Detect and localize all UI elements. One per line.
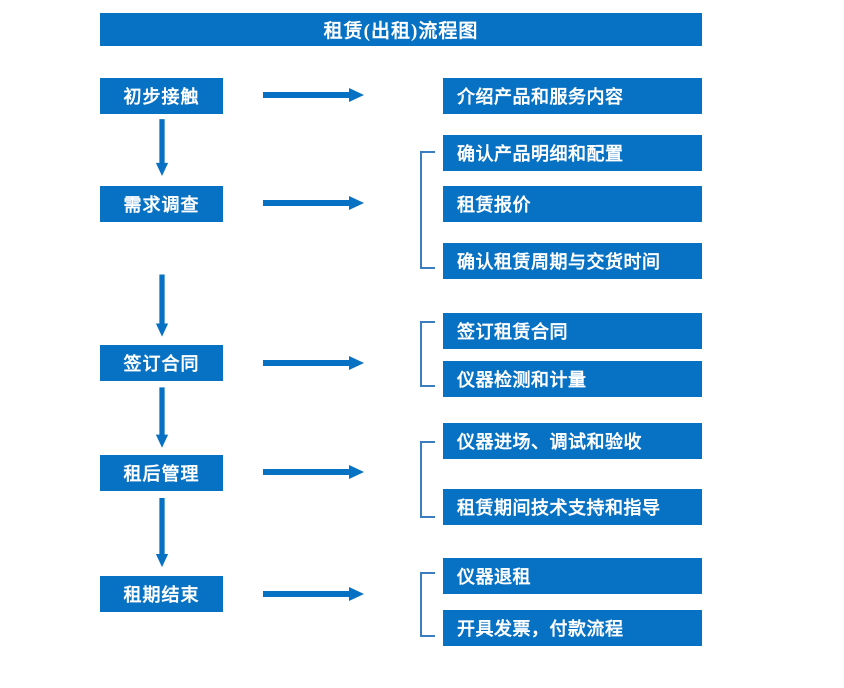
right-arrow-icon <box>263 196 364 210</box>
stage-box-initial-contact[interactable]: 初步接触 <box>100 78 223 114</box>
detail-label: 开具发票，付款流程 <box>457 619 624 639</box>
stage-label: 签订合同 <box>123 354 200 374</box>
detail-box[interactable]: 仪器检测和计量 <box>443 361 702 397</box>
detail-box[interactable]: 租赁期间技术支持和指导 <box>443 489 702 525</box>
detail-box[interactable]: 签订租赁合同 <box>443 313 702 349</box>
detail-label: 确认产品明细和配置 <box>457 144 624 164</box>
detail-label: 介绍产品和服务内容 <box>457 87 624 107</box>
stage-label: 租期结束 <box>123 585 200 605</box>
detail-box[interactable]: 开具发票，付款流程 <box>443 610 702 646</box>
down-arrow-icon <box>155 387 169 448</box>
detail-label: 租赁报价 <box>457 195 531 215</box>
right-arrow-icon <box>263 356 364 370</box>
stage-box-demand-survey[interactable]: 需求调查 <box>100 186 223 222</box>
stage-label: 需求调查 <box>123 195 200 215</box>
page-title: 租赁(出租)流程图 <box>100 13 702 46</box>
group-bracket-icon <box>420 151 435 269</box>
detail-box[interactable]: 仪器退租 <box>443 558 702 594</box>
down-arrow-icon <box>155 498 169 568</box>
detail-box[interactable]: 确认租赁周期与交货时间 <box>443 243 702 279</box>
detail-label: 仪器检测和计量 <box>457 370 587 390</box>
stage-box-post-rental-management[interactable]: 租后管理 <box>100 455 223 491</box>
right-arrow-icon <box>263 465 364 479</box>
group-bracket-icon <box>420 441 435 518</box>
detail-label: 租赁期间技术支持和指导 <box>457 498 661 518</box>
down-arrow-icon <box>155 119 169 176</box>
detail-box[interactable]: 确认产品明细和配置 <box>443 135 702 171</box>
detail-box[interactable]: 租赁报价 <box>443 186 702 222</box>
right-arrow-icon <box>263 587 364 601</box>
group-bracket-icon <box>420 321 435 387</box>
detail-label: 签订租赁合同 <box>457 322 568 342</box>
stage-box-lease-end[interactable]: 租期结束 <box>100 576 223 612</box>
detail-label: 仪器退租 <box>457 567 531 587</box>
right-arrow-icon <box>263 88 364 102</box>
down-arrow-icon <box>155 274 169 337</box>
stage-label: 租后管理 <box>123 464 200 484</box>
detail-label: 确认租赁周期与交货时间 <box>457 252 661 272</box>
detail-box[interactable]: 仪器进场、调试和验收 <box>443 423 702 459</box>
detail-label: 仪器进场、调试和验收 <box>457 432 642 452</box>
stage-box-sign-contract[interactable]: 签订合同 <box>100 345 223 381</box>
stage-label: 初步接触 <box>123 87 200 107</box>
group-bracket-icon <box>420 572 435 637</box>
detail-box[interactable]: 介绍产品和服务内容 <box>443 78 702 114</box>
